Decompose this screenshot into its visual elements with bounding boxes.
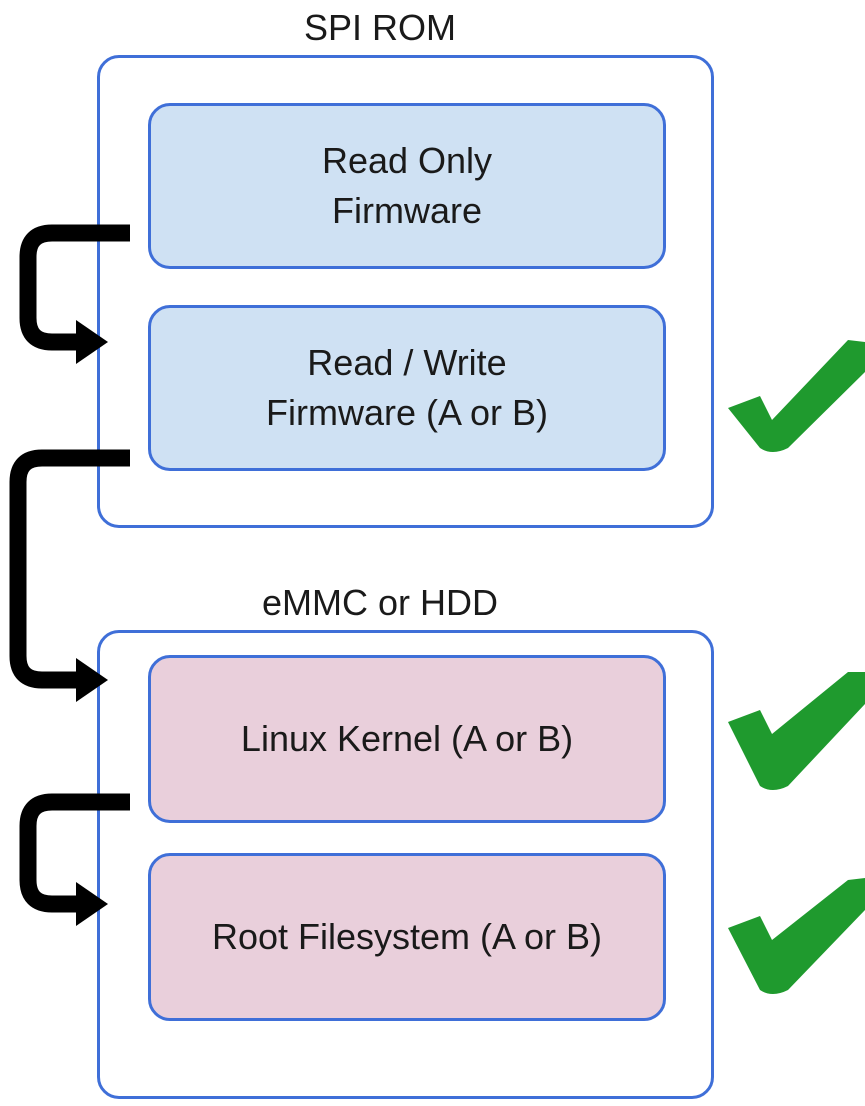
- spi-rom-title: SPI ROM: [303, 7, 456, 48]
- read-write-firmware-box: Read / Write Firmware (A or B): [148, 305, 666, 471]
- linux-kernel-box: Linux Kernel (A or B): [148, 655, 666, 823]
- checkmark-icon: [728, 340, 865, 452]
- checkmark-icon: [728, 672, 865, 790]
- emmc-hdd-title: eMMC or HDD: [261, 582, 498, 623]
- root-filesystem-box: Root Filesystem (A or B): [148, 853, 666, 1021]
- read-only-firmware-box: Read Only Firmware: [148, 103, 666, 269]
- checkmark-icon: [728, 878, 865, 994]
